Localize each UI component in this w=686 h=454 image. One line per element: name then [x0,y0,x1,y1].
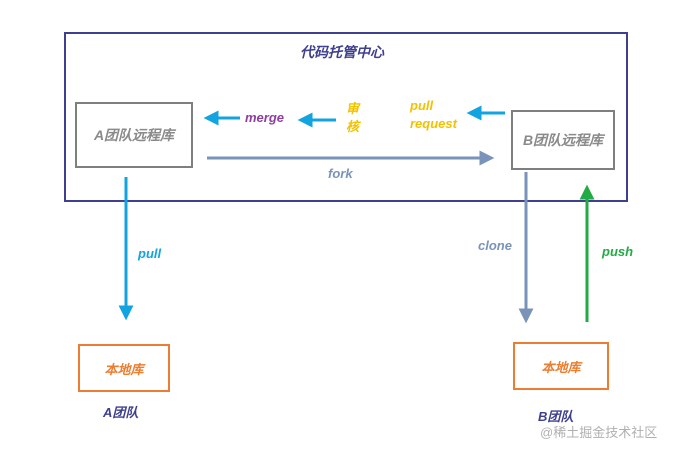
push-label: push [602,244,634,259]
code-hosting-center-frame [64,32,628,202]
fork-label: fork [328,166,353,181]
pull-request-label-line1: pull [410,98,434,113]
pull-request-label-line2: request [410,116,457,131]
team-b-remote-repo: B团队远程库 [511,110,615,170]
team-a-remote-repo: A团队远程库 [75,102,193,168]
review-label-line1: 审 [346,101,360,116]
team-a-local-repo: 本地库 [78,344,170,392]
team-a-label: A团队 [103,405,139,420]
review-label-line2: 核 [346,119,360,134]
code-hosting-center-title: 代码托管中心 [300,44,384,60]
watermark: @稀土掘金技术社区 [540,425,658,440]
team-b-label: B团队 [538,409,574,424]
team-b-local-repo: 本地库 [513,342,609,390]
clone-label: clone [478,238,512,253]
pull-label: pull [138,246,162,261]
merge-label: merge [245,110,285,125]
